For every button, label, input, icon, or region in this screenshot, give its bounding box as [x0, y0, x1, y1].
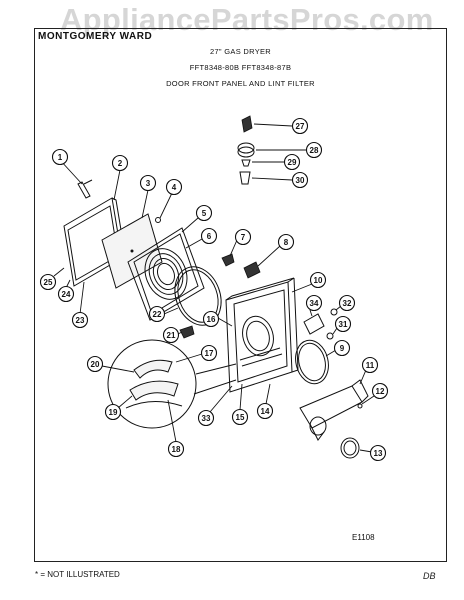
callout-34[interactable]: 34 — [305, 294, 323, 317]
callout-15[interactable]: 15 — [231, 383, 249, 426]
callout-23[interactable]: 23 — [71, 281, 89, 329]
callout-5[interactable]: 5 — [181, 204, 213, 233]
part-front-seal-ring — [295, 339, 329, 385]
svg-text:12: 12 — [376, 387, 385, 396]
svg-text:11: 11 — [366, 361, 375, 370]
part-top-fastener — [241, 115, 253, 133]
svg-text:22: 22 — [153, 310, 162, 319]
callout-1[interactable]: 1 — [51, 148, 83, 185]
svg-text:29: 29 — [288, 158, 297, 167]
callout-3[interactable]: 3 — [139, 174, 157, 219]
svg-text:4: 4 — [172, 183, 177, 192]
part-door-inner-panel — [127, 227, 205, 321]
watermark: AppliancePartsPros.com — [60, 2, 434, 37]
footnote: * = NOT ILLUSTRATED — [35, 570, 120, 579]
part-screw — [357, 403, 363, 409]
part-door-latch — [221, 253, 235, 267]
callout-7[interactable]: 7 — [229, 228, 252, 257]
svg-text:18: 18 — [172, 445, 181, 454]
callout-27[interactable]: 27 — [253, 117, 309, 135]
svg-text:10: 10 — [314, 276, 323, 285]
part-grommet — [237, 142, 255, 158]
callout-11[interactable]: 11 — [359, 356, 379, 385]
part-pin — [155, 217, 161, 223]
part-lint-duct — [299, 379, 369, 441]
svg-text:5: 5 — [202, 209, 207, 218]
svg-text:23: 23 — [76, 316, 85, 325]
svg-text:2: 2 — [118, 159, 123, 168]
callout-12[interactable]: 12 — [361, 382, 389, 405]
detail-magnifier — [107, 339, 237, 429]
callout-33[interactable]: 33 — [197, 385, 233, 427]
part-handle-clip — [77, 179, 93, 199]
svg-text:6: 6 — [207, 232, 212, 241]
svg-text:19: 19 — [109, 408, 118, 417]
brand-label: MONTGOMERY WARD — [38, 31, 153, 42]
callout-29[interactable]: 29 — [252, 153, 301, 171]
callout-32[interactable]: 31 — [332, 315, 352, 335]
callout-6[interactable]: 6 — [185, 227, 218, 249]
diagram-frame — [34, 28, 447, 562]
callout-28[interactable]: 28 — [256, 141, 323, 159]
svg-text:34: 34 — [310, 299, 319, 308]
callout-14[interactable]: 14 — [256, 383, 274, 420]
svg-text:15: 15 — [236, 413, 245, 422]
part-duct-seal — [326, 332, 334, 340]
svg-text:8: 8 — [284, 238, 289, 247]
svg-text:27: 27 — [296, 122, 305, 131]
svg-text:1: 1 — [58, 153, 63, 162]
callout-18[interactable]: 18 — [167, 399, 185, 458]
part-hinge — [179, 325, 195, 339]
svg-text:16: 16 — [207, 315, 216, 324]
svg-text:28: 28 — [310, 146, 319, 155]
callout-21[interactable]: 21 — [162, 326, 183, 344]
part-duct-seal-ring — [340, 437, 360, 459]
svg-text:14: 14 — [261, 407, 270, 416]
part-lint-duct-bracket — [303, 313, 325, 335]
svg-text:25: 25 — [44, 278, 53, 287]
appliance-title: 27" GAS DRYER — [209, 47, 272, 56]
diagram-code: E1108 — [352, 533, 375, 542]
svg-text:17: 17 — [205, 349, 214, 358]
callout-22[interactable]: 22 — [148, 305, 179, 323]
callout-16[interactable]: 16 — [202, 310, 233, 328]
callout-31[interactable]: 32 — [335, 294, 356, 312]
callout-19[interactable]: 19 — [104, 395, 133, 421]
part-knob — [239, 171, 251, 185]
svg-text:31: 31 — [339, 320, 348, 329]
model-numbers: FFT8348-80B FFT8348-87B — [189, 63, 292, 72]
part-duct-clip — [330, 308, 338, 316]
svg-text:30: 30 — [296, 176, 305, 185]
callout-8[interactable]: 8 — [257, 233, 295, 267]
part-spring — [241, 159, 251, 167]
section-title: DOOR FRONT PANEL AND LINT FILTER — [166, 79, 315, 88]
part-front-panel — [225, 277, 299, 393]
callout-24[interactable]: 24 — [57, 279, 75, 303]
svg-text:9: 9 — [340, 344, 345, 353]
svg-text:3: 3 — [146, 179, 151, 188]
callout-2[interactable]: 2 — [111, 154, 129, 201]
svg-text:32: 32 — [343, 299, 352, 308]
callout-25[interactable]: 25 — [39, 267, 65, 291]
callout-13[interactable]: 13 — [359, 444, 387, 462]
part-door-switch — [243, 261, 261, 279]
svg-text:24: 24 — [62, 290, 71, 299]
callout-9[interactable]: 9 — [325, 339, 351, 357]
callout-4[interactable]: 4 — [159, 178, 183, 219]
callout-20[interactable]: 20 — [86, 355, 135, 373]
handwritten-initials: DB — [423, 571, 436, 581]
svg-text:20: 20 — [91, 360, 100, 369]
svg-text:7: 7 — [241, 233, 246, 242]
svg-text:13: 13 — [374, 449, 383, 458]
callout-30[interactable]: 30 — [251, 171, 309, 189]
svg-text:21: 21 — [167, 331, 176, 340]
part-lint-screen — [101, 213, 163, 289]
callout-10[interactable]: 10 — [291, 271, 327, 293]
callout-17[interactable]: 17 — [175, 344, 218, 363]
svg-text:33: 33 — [202, 414, 211, 423]
